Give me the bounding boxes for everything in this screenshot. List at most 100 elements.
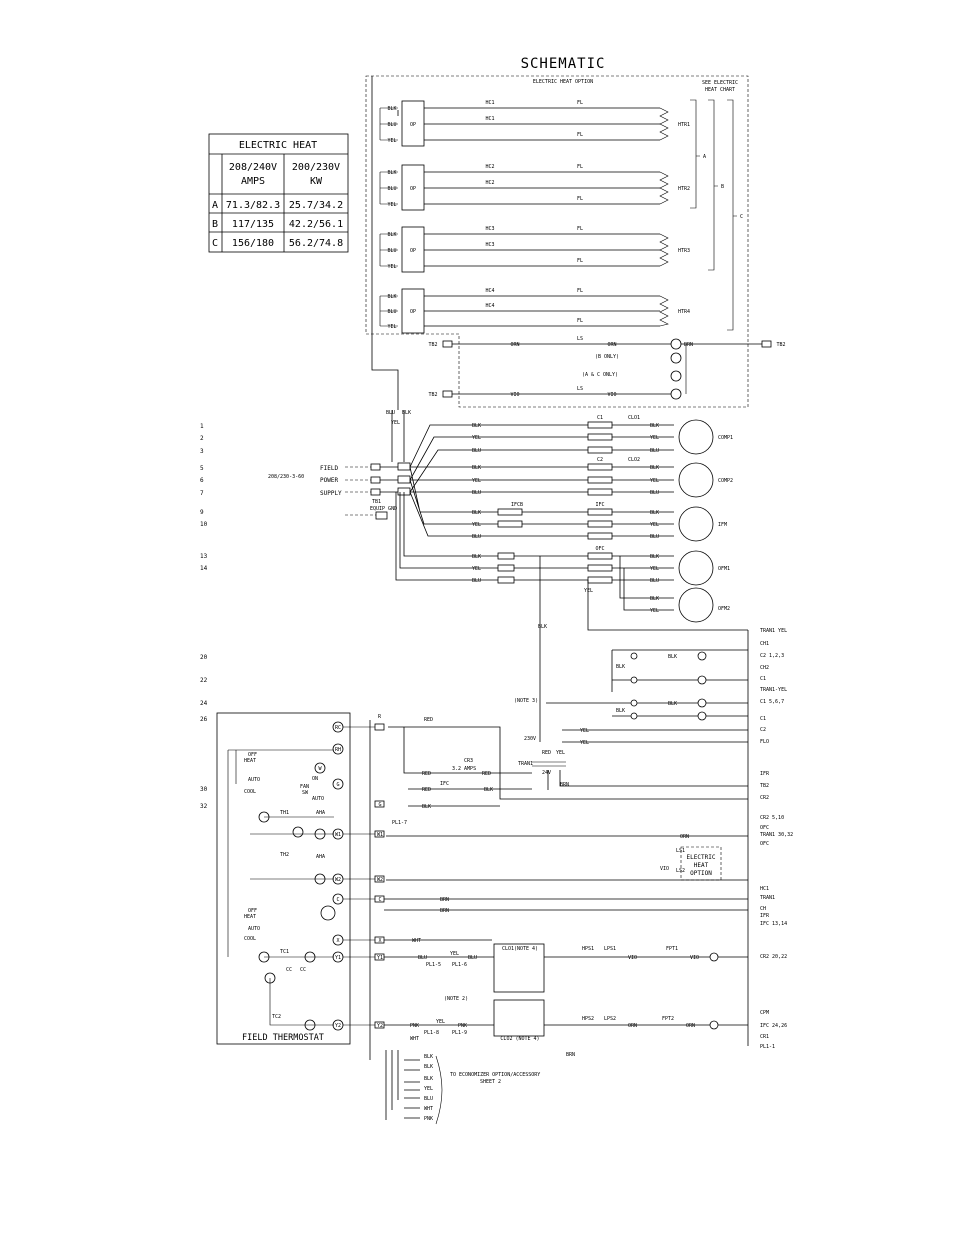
op-4: OP (410, 309, 416, 315)
electric-heat-boundary (365, 75, 749, 408)
economizer-wires: BLK BLK BLK YEL BLU WHT PNK TO ECONOMIZE… (385, 1050, 540, 1125)
svg-text:BLU: BLU (386, 410, 395, 416)
svg-text:HEAT: HEAT (244, 914, 256, 920)
svg-text:CR2 5,10: CR2 5,10 (760, 815, 784, 821)
heat-row-b-kw: 42.2/56.1 (289, 219, 343, 230)
svg-text:BLU: BLU (387, 248, 396, 254)
heat-table-col1-line2: AMPS (241, 176, 265, 187)
heat-row-c-amps: 156/180 (232, 238, 274, 249)
svg-text:BLK: BLK (424, 1054, 433, 1060)
svg-text:BLK: BLK (424, 1076, 433, 1082)
svg-text:CC: CC (300, 967, 306, 973)
svg-text:BLK: BLK (650, 596, 659, 602)
svg-text:(NOTE 3): (NOTE 3) (514, 698, 538, 704)
svg-text:CC: CC (286, 967, 292, 973)
electric-heat-table: ELECTRIC HEAT 208/240V AMPS 200/230V KW … (208, 133, 349, 253)
svg-text:PNK: PNK (458, 1023, 467, 1029)
svg-text:BLU: BLU (650, 534, 659, 540)
relay-rungs: BLK BLK BLK BLK YEL YEL (546, 649, 748, 746)
svg-text:ORN: ORN (628, 1023, 637, 1029)
svg-text:VIO: VIO (628, 955, 637, 961)
svg-text:YEL: YEL (556, 750, 565, 756)
svg-text:W2: W2 (377, 877, 383, 883)
svg-text:PNK: PNK (410, 1023, 419, 1029)
field-thermostat: FIELD THERMOSTAT RC RH W G W1 W2 C X Y1 … (216, 712, 351, 1045)
svg-text:FL: FL (577, 196, 583, 202)
op-2: OP (410, 186, 416, 192)
svg-text:C1: C1 (760, 676, 766, 682)
svg-text:W1: W1 (377, 832, 383, 838)
svg-text:YEL: YEL (472, 566, 481, 572)
svg-text:IFM: IFM (718, 522, 727, 528)
svg-text:IFC 13,14: IFC 13,14 (760, 921, 787, 927)
svg-text:LPS2: LPS2 (604, 1016, 616, 1022)
svg-text:3: 3 (200, 448, 204, 455)
svg-text:FL: FL (577, 132, 583, 138)
svg-text:IFC 24,26: IFC 24,26 (760, 1023, 787, 1029)
svg-text:W1: W1 (335, 832, 341, 838)
svg-text:B: B (721, 184, 724, 190)
heater-feed-1 (371, 76, 399, 410)
svg-text:CR3: CR3 (464, 758, 473, 764)
svg-text:FIELD: FIELD (320, 465, 338, 472)
svg-text:SUPPLY: SUPPLY (320, 490, 342, 497)
svg-text:YEL: YEL (650, 566, 659, 572)
svg-text:YEL: YEL (387, 264, 396, 270)
svg-text:HC3: HC3 (485, 242, 494, 248)
heat-row-c-kw: 56.2/74.8 (289, 238, 343, 249)
thermostat-label: FIELD THERMOSTAT (242, 1033, 324, 1043)
svg-text:OFC: OFC (760, 825, 769, 831)
svg-text:VIO: VIO (660, 866, 669, 872)
svg-text:R: R (378, 714, 382, 720)
svg-text:HEAT: HEAT (244, 758, 256, 764)
svg-text:ON: ON (312, 776, 318, 782)
heat-row-c-key: C (212, 238, 218, 249)
svg-text:CR2 20,22: CR2 20,22 (760, 954, 787, 960)
heat-table-col2-line1: 200/230V (292, 162, 340, 173)
svg-text:ELECTRIC: ELECTRIC (687, 854, 716, 861)
svg-text:BRN: BRN (566, 1052, 575, 1058)
svg-text:CLO1: CLO1 (628, 415, 640, 421)
heater-group-2: OP BLK BLU YEL HC2 HC2 FL FL HTR2 (379, 164, 690, 211)
svg-text:IFC: IFC (595, 502, 604, 508)
svg-text:YEL: YEL (580, 740, 589, 746)
svg-text:Y2: Y2 (335, 1023, 341, 1029)
svg-text:CPM: CPM (760, 1010, 769, 1016)
svg-text:TC2: TC2 (272, 1014, 281, 1020)
svg-text:BLU: BLU (650, 490, 659, 496)
svg-text:FPT1: FPT1 (666, 946, 678, 952)
svg-text:YEL: YEL (472, 435, 481, 441)
svg-text:RC: RC (335, 725, 341, 731)
svg-text:TH1: TH1 (280, 810, 289, 816)
heat-row-a-amps: 71.3/82.3 (226, 200, 280, 211)
svg-text:PL1-1: PL1-1 (760, 1044, 775, 1050)
svg-text:22: 22 (200, 677, 208, 684)
svg-text:YEL: YEL (472, 478, 481, 484)
svg-text:YEL: YEL (424, 1086, 433, 1092)
svg-text:Y2: Y2 (377, 1023, 383, 1029)
svg-text:24V: 24V (542, 770, 551, 776)
svg-text:YEL: YEL (650, 608, 659, 614)
heat-row-a-kw: 25.7/34.2 (289, 200, 343, 211)
svg-text:OFC: OFC (760, 841, 769, 847)
svg-text:FL: FL (577, 318, 583, 324)
svg-text:C2 1,2,3: C2 1,2,3 (760, 653, 784, 659)
svg-text:FPT2: FPT2 (662, 1016, 674, 1022)
svg-text:YEL: YEL (387, 202, 396, 208)
svg-text:26: 26 (200, 716, 208, 723)
svg-text:6: 6 (200, 477, 204, 484)
svg-text:BLK: BLK (472, 465, 481, 471)
svg-text:14: 14 (200, 565, 208, 572)
svg-text:W2: W2 (335, 877, 341, 883)
svg-text:YEL: YEL (650, 478, 659, 484)
svg-text:(A & C ONLY): (A & C ONLY) (582, 372, 618, 378)
svg-text:YEL: YEL (387, 324, 396, 330)
svg-text:TRAN1 30,32: TRAN1 30,32 (760, 832, 793, 838)
svg-text:RED: RED (424, 717, 433, 723)
svg-text:2: 2 (200, 435, 204, 442)
svg-text:Y1: Y1 (377, 955, 383, 961)
svg-text:BLU: BLU (650, 578, 659, 584)
svg-text:IFR: IFR (760, 913, 770, 919)
svg-text:YEL: YEL (650, 522, 659, 528)
svg-text:TB1: TB1 (372, 499, 381, 505)
